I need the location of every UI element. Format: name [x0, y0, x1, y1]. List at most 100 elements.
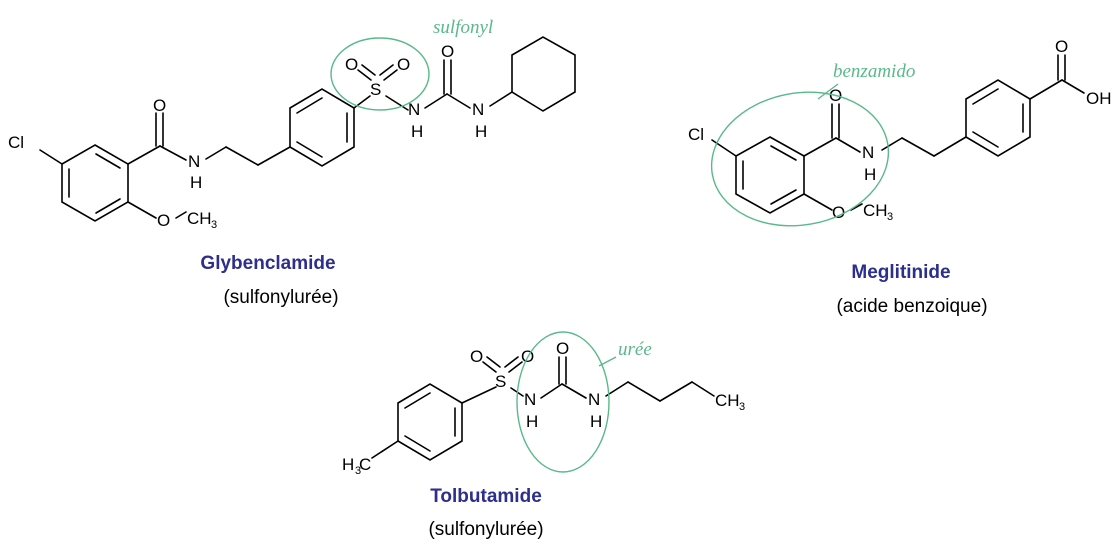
tolb-n1-label: N	[524, 390, 536, 409]
tolb-s-label: S	[495, 372, 506, 391]
glyb-nh-h-label: H	[190, 173, 202, 192]
meglitinide-name: Meglitinide	[851, 262, 951, 283]
meg-ch3-sub: 3	[887, 211, 893, 223]
tolbutamide-name: Tolbutamide	[430, 486, 542, 507]
glyb-c-n2	[446, 93, 471, 109]
glybenclamide-name: Glybenclamide	[200, 253, 336, 274]
tolb-h3c-h-label: H	[342, 455, 354, 474]
meg-ch2-ring	[933, 136, 967, 157]
tolb-n-c	[540, 383, 563, 399]
tolb-c2-c3	[659, 381, 693, 402]
tolb-s-o1-label: O	[470, 347, 483, 366]
meg-cooh-o-label: O	[1055, 37, 1068, 56]
glyb-s-label: S	[370, 80, 381, 99]
meg-ring-a	[735, 136, 805, 214]
glyb-c-n	[159, 145, 187, 161]
meg-benzamido-label: benzamido	[833, 61, 915, 82]
glyb-n-label: N	[188, 152, 200, 171]
tolb-c-n2	[561, 383, 587, 399]
tolbutamide-structure: H 3 C S O O N H O N H CH 3 urée	[342, 331, 745, 477]
meg-n-ch2	[881, 137, 903, 151]
tolb-s-o-right	[504, 356, 519, 368]
glyb-o-ch3	[175, 211, 187, 219]
glyb-ch2-ch2	[225, 146, 259, 166]
glyb-n2-h-label: H	[475, 122, 487, 141]
tolb-urea-o-label: O	[556, 339, 569, 358]
meglitinide-class: (acide benzoique)	[836, 296, 988, 317]
glyb-sulfonyl-highlight	[330, 37, 430, 111]
glyb-s-o-right	[379, 64, 394, 76]
meg-ring-b	[965, 79, 1031, 157]
glybenclamide-structure: Cl O N H O CH 3 S O O N H O N H sulfonyl	[8, 17, 576, 231]
tolb-uree-highlight	[516, 331, 610, 473]
glybenclamide-class: (sulfonylurée)	[223, 287, 339, 308]
glyb-ring-b-inner	[296, 141, 323, 158]
meg-ch3-label: CH	[863, 201, 888, 220]
glyb-c-carbonyl	[127, 145, 161, 165]
glyb-ch2-ring	[257, 146, 291, 166]
glyb-n1-h-label: H	[411, 122, 423, 141]
meg-oh-label: OH	[1086, 89, 1112, 108]
tolb-ring-ch3	[371, 440, 399, 459]
glyb-ring-b	[289, 88, 355, 167]
meg-n-label: N	[862, 143, 874, 162]
glyb-n2-label: N	[472, 100, 484, 119]
tolb-h3c-sub: 3	[355, 465, 361, 477]
glyb-s-o1-label: O	[345, 55, 358, 74]
tolb-ch3-label: CH	[715, 391, 740, 410]
tolb-ring-s	[461, 386, 497, 404]
glyb-ring-a-inner	[95, 153, 121, 169]
tolb-s-o-right	[508, 361, 523, 373]
glyb-ring-a-inner	[95, 198, 121, 214]
meg-ring-cooh	[1029, 79, 1063, 100]
meg-c-carbonyl	[803, 137, 837, 157]
meg-ring-b-inner	[972, 88, 999, 105]
tolb-n1-h-label: H	[526, 412, 538, 431]
meg-benzamido-highlight	[710, 91, 890, 227]
meg-benzamido-leader	[817, 83, 839, 100]
meg-ring-o	[803, 193, 833, 211]
tolb-uree-label: urée	[618, 339, 652, 360]
glyb-ether-o-label: O	[157, 211, 170, 230]
tolb-n2-label: N	[588, 390, 600, 409]
glyb-sulfonyl-label: sulfonyl	[433, 17, 493, 38]
meg-ring-b-inner	[972, 131, 999, 148]
tolb-c3-c4	[691, 381, 715, 397]
tolb-h3c-c-label: C	[359, 455, 371, 474]
glyb-n1-label: N	[408, 100, 420, 119]
meg-nh-h-label: H	[864, 165, 876, 184]
meg-c-oh	[1061, 79, 1085, 94]
meg-c-n	[835, 137, 861, 153]
tolb-n2-c1	[605, 381, 629, 397]
meg-ring-a-inner	[770, 189, 797, 205]
tolb-s-o-left	[482, 361, 497, 373]
meg-ch2-ch2	[901, 137, 935, 157]
meglitinide-structure: Cl O N H O CH 3 O OH benzamido	[688, 37, 1112, 227]
glyb-ring-a	[61, 144, 129, 222]
meg-ring-a-inner	[770, 145, 797, 161]
meg-ether-o-label: O	[832, 203, 845, 222]
tolb-ring-inner	[404, 435, 431, 452]
glyb-urea-o-label: O	[441, 42, 454, 61]
glyb-n2-cyclohexyl	[489, 91, 513, 107]
glyb-ch3-sub: 3	[211, 219, 217, 231]
glyb-cl-bond	[39, 149, 63, 165]
tolb-c1-c2	[627, 381, 661, 402]
glyb-n-ch2	[205, 146, 227, 160]
glyb-n-c	[424, 93, 448, 109]
tolb-ring-inner	[404, 392, 431, 409]
glyb-s-o-right	[383, 69, 398, 81]
glyb-cl-label: Cl	[8, 133, 24, 152]
tolb-n2-h-label: H	[590, 412, 602, 431]
glyb-s-n	[385, 95, 409, 111]
glyb-s-o-left	[361, 64, 376, 76]
glyb-cyclohexane	[511, 36, 576, 112]
glyb-ch3-label: CH	[187, 209, 212, 228]
glyb-ring-b-inner	[296, 97, 323, 114]
glyb-s-o2-label: O	[397, 55, 410, 74]
tolb-ch3-sub: 3	[739, 401, 745, 413]
meg-cl-label: Cl	[688, 125, 704, 144]
tolb-uree-leader	[598, 356, 617, 367]
glyb-s-o-left	[357, 69, 372, 81]
